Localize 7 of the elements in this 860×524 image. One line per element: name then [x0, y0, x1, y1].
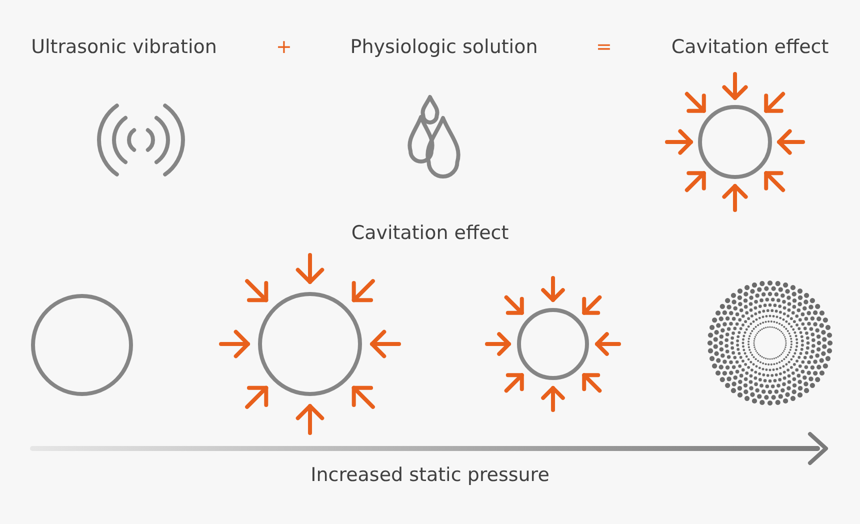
- plus-sign: +: [276, 36, 292, 58]
- caption-text: Physiologic solution: [350, 36, 538, 58]
- heading-text: Cavitation effect: [351, 222, 509, 244]
- equals-sign: =: [596, 36, 612, 58]
- axis-label: Increased static pressure: [310, 464, 550, 486]
- caption-text: Cavitation effect: [671, 36, 829, 58]
- caption-text: Ultrasonic vibration: [31, 36, 217, 58]
